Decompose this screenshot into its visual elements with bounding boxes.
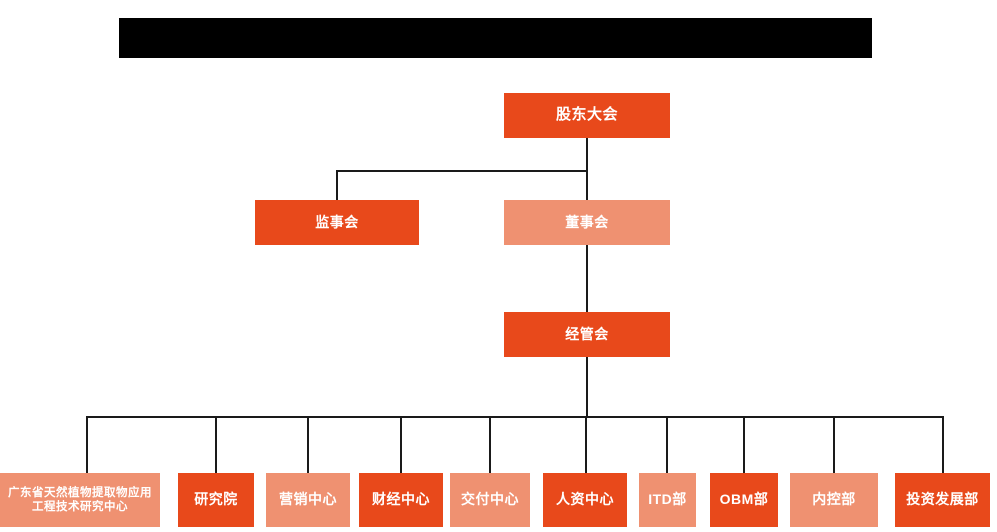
connector-shareholders-down xyxy=(586,138,588,171)
connector-drop-dept-10 xyxy=(942,416,944,473)
node-board-of-directors[interactable]: 董事会 xyxy=(504,200,670,245)
connector-drop-dept-9 xyxy=(833,416,835,473)
node-department-6[interactable]: 人资中心 xyxy=(543,473,627,527)
connector-drop-dept-4 xyxy=(400,416,402,473)
node-department-10[interactable]: 投资发展部 xyxy=(895,473,990,527)
connector-drop-dept-2 xyxy=(215,416,217,473)
node-department-4[interactable]: 财经中心 xyxy=(359,473,443,527)
connector-department-bus xyxy=(86,416,944,418)
connector-drop-dept-8 xyxy=(743,416,745,473)
node-board-of-supervisors-label: 监事会 xyxy=(315,213,359,230)
node-board-of-directors-label: 董事会 xyxy=(565,213,609,230)
connector-drop-dept-5 xyxy=(489,416,491,473)
node-department-5[interactable]: 交付中心 xyxy=(450,473,530,527)
node-department-4-label: 财经中心 xyxy=(372,491,430,508)
node-department-3-label: 营销中心 xyxy=(279,491,337,508)
node-department-3[interactable]: 营销中心 xyxy=(266,473,350,527)
connector-drop-dept-6 xyxy=(585,416,587,473)
node-department-2-label: 研究院 xyxy=(194,491,238,508)
node-department-8-label: OBM部 xyxy=(719,491,769,508)
connector-drop-dept-1 xyxy=(86,416,88,473)
node-board-of-supervisors[interactable]: 监事会 xyxy=(255,200,419,245)
node-management-committee[interactable]: 经管会 xyxy=(504,312,670,357)
connector-drop-dept-3 xyxy=(307,416,309,473)
node-management-committee-label: 经管会 xyxy=(565,325,609,342)
node-department-9-label: 内控部 xyxy=(812,491,856,508)
node-department-1-label: 广东省天然植物提取物应用工程技术研究中心 xyxy=(8,486,152,513)
node-department-8[interactable]: OBM部 xyxy=(710,473,778,527)
connector-directors-to-management xyxy=(586,245,588,313)
node-department-7[interactable]: ITD部 xyxy=(639,473,696,527)
connector-level2-bus xyxy=(336,170,588,172)
connector-management-down xyxy=(586,357,588,418)
node-department-7-label: ITD部 xyxy=(648,491,687,508)
node-department-6-label: 人资中心 xyxy=(556,491,614,508)
node-shareholders-meeting-label: 股东大会 xyxy=(555,106,618,124)
node-department-1[interactable]: 广东省天然植物提取物应用工程技术研究中心 xyxy=(0,473,160,527)
node-department-10-label: 投资发展部 xyxy=(906,491,979,508)
node-department-5-label: 交付中心 xyxy=(461,491,519,508)
connector-supervisors-drop xyxy=(336,170,338,201)
node-department-2[interactable]: 研究院 xyxy=(178,473,254,527)
node-department-9[interactable]: 内控部 xyxy=(790,473,878,527)
connector-drop-dept-7 xyxy=(666,416,668,473)
node-shareholders-meeting[interactable]: 股东大会 xyxy=(504,93,670,138)
redacted-title-bar xyxy=(119,18,872,58)
connector-directors-drop xyxy=(586,170,588,201)
